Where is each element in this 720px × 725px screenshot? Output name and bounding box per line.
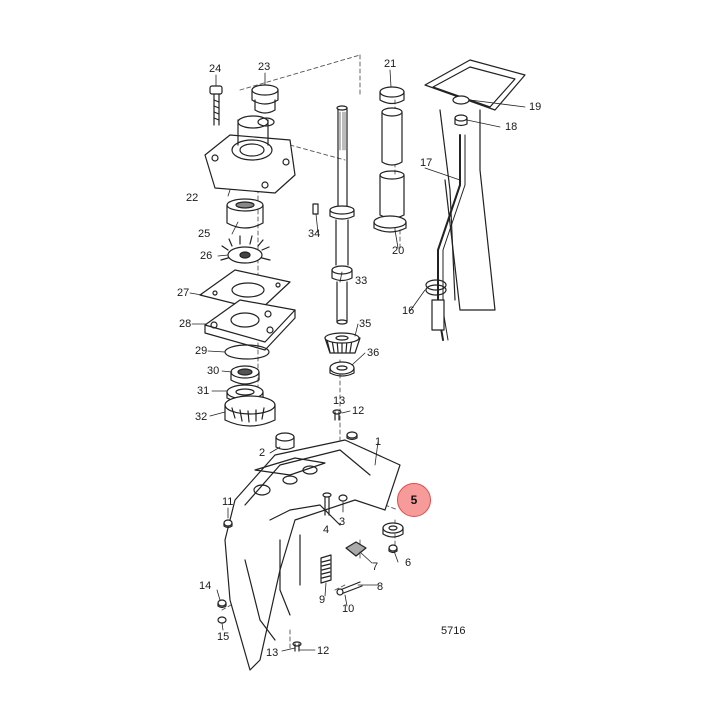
part-6-nut: [388, 544, 398, 554]
part-36-nut: [329, 361, 355, 377]
callout-10: 10: [342, 603, 355, 615]
part-14-screw: [217, 599, 227, 609]
callout-13-top: 13: [333, 395, 346, 407]
part-15-washer: [217, 616, 227, 624]
part-32-bearing-housing: [224, 395, 276, 427]
part-35-gear: [324, 332, 361, 354]
callout-35: 35: [359, 318, 372, 330]
part-29-o-ring: [224, 344, 270, 360]
callout-12-bottom: 12: [317, 645, 330, 657]
part-5-grommet: [382, 522, 404, 538]
callout-18: 18: [505, 121, 518, 133]
callout-26: 26: [200, 250, 213, 262]
callout-17: 17: [420, 157, 433, 169]
callout-1: 1: [375, 436, 382, 448]
callout-33: 33: [355, 275, 368, 287]
part-9-screen: [320, 554, 332, 584]
callout-9: 9: [319, 594, 326, 606]
callout-24: 24: [209, 63, 222, 75]
part-33-driveshaft: [329, 105, 355, 325]
part-11-nut: [223, 519, 233, 529]
callout-16: 16: [402, 305, 415, 317]
part-8-screw: [336, 581, 363, 596]
part-21-cap: [379, 86, 405, 105]
callout-23: 23: [258, 61, 271, 73]
callout-22: 22: [186, 192, 199, 204]
callout-12-top: 12: [352, 405, 365, 417]
callout-36: 36: [367, 347, 380, 359]
callout-7: 7: [372, 561, 379, 573]
callout-19: 19: [529, 101, 542, 113]
leader-lines: [189, 69, 526, 652]
callout-21: 21: [384, 58, 397, 70]
part-7-anode: [345, 541, 367, 557]
callout-11: 11: [222, 496, 234, 508]
callout-13-bottom: 13: [266, 647, 279, 659]
part-27-plate: [199, 269, 291, 311]
callout-3: 3: [339, 516, 346, 528]
part-3-screw: [338, 494, 348, 502]
part-16-clip: [425, 279, 447, 296]
callout-28: 28: [179, 318, 192, 330]
callout-20: 20: [392, 245, 405, 257]
part-23-cap: [251, 84, 279, 114]
part-17-shift-rod: [431, 134, 466, 341]
part-4-screw: [322, 492, 332, 516]
part-22-pump-housing: [204, 115, 296, 194]
diagram-reference-number: 5716: [441, 625, 466, 637]
callout-30: 30: [207, 365, 220, 377]
highlighted-callout[interactable]: 5: [397, 483, 431, 517]
callout-27: 27: [177, 287, 190, 299]
callout-2: 2: [259, 447, 266, 459]
part-1-gear-housing: [224, 439, 401, 671]
part-12-washer-top: [346, 431, 358, 441]
part-30-seal: [230, 365, 260, 385]
callout-31: 31: [197, 385, 210, 397]
highlighted-callout-label: 5: [410, 493, 418, 507]
part-13-screw-top: [332, 409, 342, 421]
part-19-housing-top: [424, 59, 526, 311]
callout-14: 14: [199, 580, 212, 592]
callout-6: 6: [405, 557, 412, 569]
callout-25: 25: [198, 228, 211, 240]
part-20-sleeve: [373, 107, 407, 233]
callout-8: 8: [377, 581, 384, 593]
part-34-pin: [312, 203, 319, 215]
part-18-washer: [454, 114, 468, 127]
callout-32: 32: [195, 411, 208, 423]
callout-4: 4: [323, 524, 330, 536]
callout-15: 15: [217, 631, 230, 643]
callout-34: 34: [308, 228, 321, 240]
part-26-impeller: [220, 235, 271, 264]
callout-29: 29: [195, 345, 208, 357]
part-13-screw-bottom: [292, 641, 302, 652]
part-24-bolt: [209, 85, 223, 126]
part-2-bushing: [275, 432, 295, 451]
part-25-insert: [226, 198, 264, 229]
part-28-cover: [204, 299, 296, 351]
